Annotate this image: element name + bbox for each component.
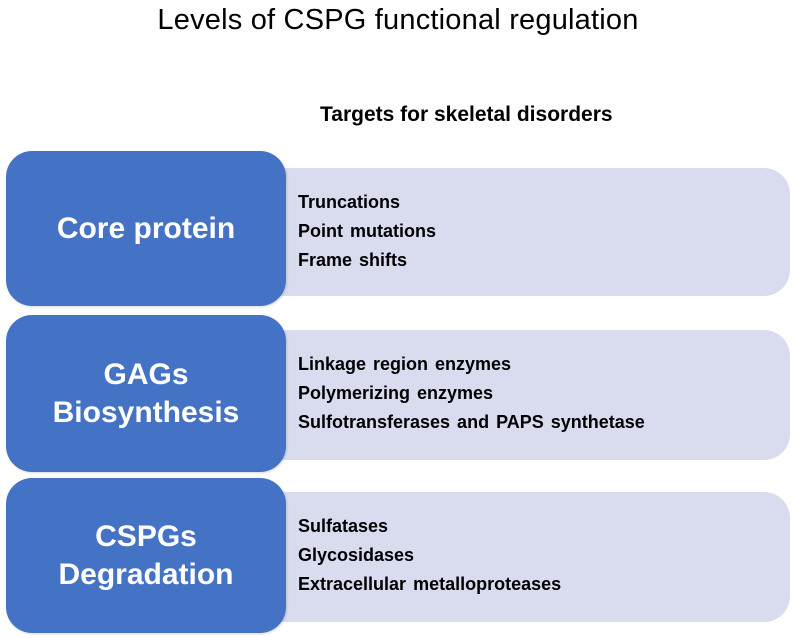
- target-item: •Point mutations: [280, 221, 436, 242]
- target-item: •Linkage region enzymes: [280, 354, 511, 375]
- gags-biosynthesis-targets-panel: •Linkage region enzymes •Polymerizing en…: [250, 330, 790, 460]
- level-label-line: GAGs: [103, 357, 189, 391]
- target-item: •Sulfotransferases and PAPS synthetase: [280, 412, 645, 433]
- cspgs-degradation-label-box: CSPGs Degradation: [6, 478, 286, 633]
- cspgs-degradation-targets-panel: •Sulfatases •Glycosidases •Extracellular…: [250, 492, 790, 622]
- level-label-line: CSPGs: [95, 519, 197, 553]
- targets-heading: Targets for skeletal disorders: [320, 103, 613, 126]
- target-item: •Glycosidases: [280, 545, 414, 566]
- target-item: •Extracellular metalloproteases: [280, 574, 561, 595]
- target-item: •Sulfatases: [280, 516, 388, 537]
- diagram-title: Levels of CSPG functional regulation: [157, 4, 639, 36]
- gags-biosynthesis-label-box: GAGs Biosynthesis: [6, 315, 286, 472]
- target-item: •Truncations: [280, 192, 400, 213]
- core-protein-targets-panel: •Truncations •Point mutations •Frame shi…: [250, 168, 790, 296]
- level-label-line: Degradation: [58, 557, 234, 591]
- target-item: •Polymerizing enzymes: [280, 383, 493, 404]
- core-protein-label-box: Core protein: [6, 151, 286, 306]
- target-item: •Frame shifts: [280, 250, 407, 271]
- level-label-line: Biosynthesis: [52, 395, 240, 429]
- level-label-line: Core protein: [56, 211, 236, 245]
